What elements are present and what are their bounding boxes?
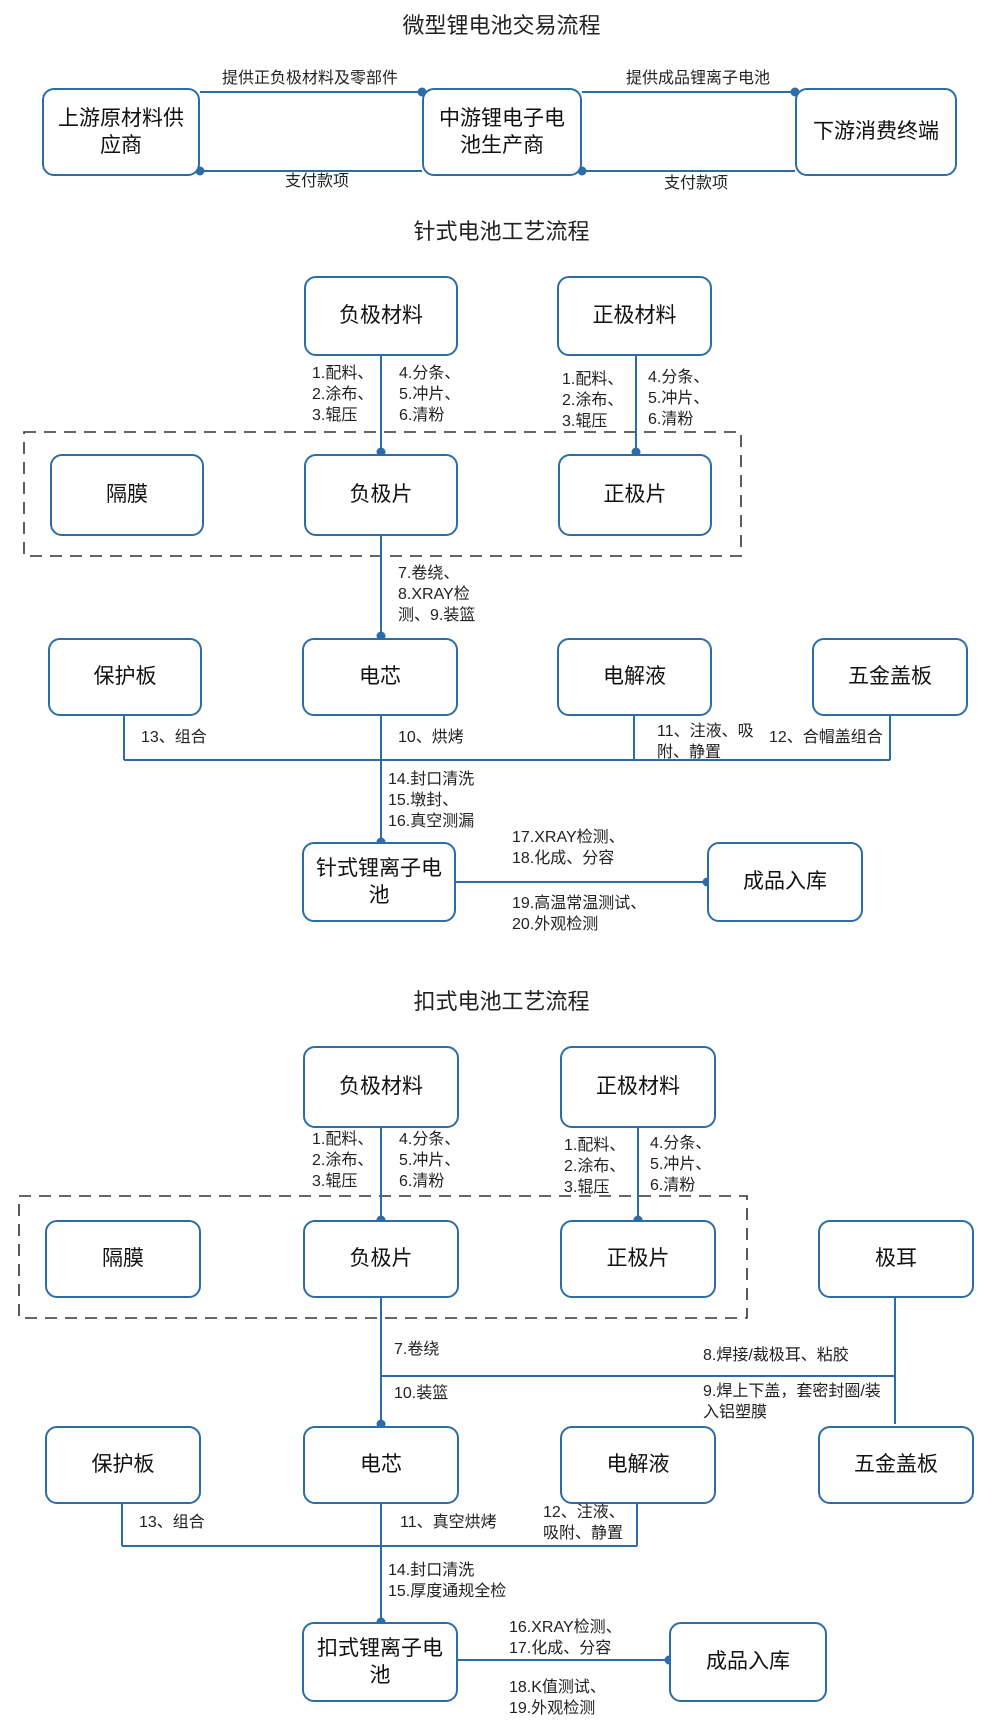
pin-electrolyte-box: 电解液: [557, 638, 712, 716]
pin-battery-box: 针式锂离子电池: [302, 842, 456, 922]
button-negative-sheet-box: 负极片: [303, 1220, 459, 1298]
button-separator-box: 隔膜: [45, 1220, 201, 1298]
pin-storage-box: 成品入库: [707, 842, 863, 922]
button-tab-box: 极耳: [818, 1220, 974, 1298]
button-battery-box: 扣式锂离子电池: [302, 1622, 458, 1702]
pin-test-steps-top: 17.XRAY检测、 18.化成、分容: [512, 829, 625, 867]
button-sealing-steps: 14.封口清洗 15.厚度通规全检: [388, 1562, 507, 1600]
button-negative-steps-1-3: 1.配料、 2.涂布、 3.辊压: [312, 1131, 374, 1190]
button-test-steps-bottom: 18.K值测试、 19.外观检测: [509, 1679, 606, 1717]
pin-negative-steps-1-3: 1.配料、 2.涂布、 3.辊压: [312, 365, 374, 424]
button-step-8: 8.焊接/裁极耳、粘胶: [703, 1347, 849, 1364]
pin-step-13: 13、组合: [141, 729, 207, 746]
button-cell-box: 电芯: [303, 1426, 459, 1504]
trade-connectors: [195, 87, 800, 176]
button-process-title: 扣式电池工艺流程: [413, 989, 590, 1014]
button-step-12: 12、注液、 吸附、静置: [543, 1504, 625, 1542]
pin-cell-box: 电芯: [302, 638, 458, 716]
supply-materials-label: 提供正负极材料及零部件: [222, 70, 399, 87]
pin-negative-steps-4-6: 4.分条、 5.冲片、 6.清粉: [399, 365, 461, 424]
pin-sealing-steps: 14.封口清洗 15.墩封、 16.真空测漏: [388, 771, 475, 830]
pin-connectors: [23, 356, 891, 887]
pin-positive-steps-4-6: 4.分条、 5.冲片、 6.清粉: [648, 369, 710, 428]
trade-flow-title: 微型锂电池交易流程: [402, 13, 601, 38]
button-test-steps-top: 16.XRAY检测、 17.化成、分容: [509, 1619, 622, 1657]
button-electrolyte-box: 电解液: [560, 1426, 716, 1504]
pin-positive-steps-1-3: 1.配料、 2.涂布、 3.辊压: [562, 371, 624, 430]
button-positive-sheet-box: 正极片: [560, 1220, 716, 1298]
pin-winding-steps: 7.卷绕、 8.XRAY检 测、9.装篮: [398, 565, 476, 624]
pin-step-11: 11、注液、吸 附、静置: [657, 723, 754, 761]
button-step-11: 11、真空烘烤: [400, 1514, 497, 1531]
payment-label-2: 支付款项: [664, 175, 729, 192]
pin-step-12: 12、合帽盖组合: [769, 729, 883, 746]
button-positive-steps-4-6: 4.分条、 5.冲片、 6.清粉: [650, 1135, 712, 1194]
payment-label-1: 支付款项: [285, 173, 350, 190]
button-negative-steps-4-6: 4.分条、 5.冲片、 6.清粉: [399, 1131, 461, 1190]
button-step-7: 7.卷绕: [394, 1341, 440, 1358]
button-connectors: [18, 1128, 896, 1665]
downstream-consumer-box: 下游消费终端: [795, 88, 957, 176]
upstream-supplier-box: 上游原材料供应商: [42, 88, 200, 176]
pin-separator-box: 隔膜: [50, 454, 204, 536]
button-step-13: 13、组合: [139, 1514, 205, 1531]
button-step-10: 10.装篮: [394, 1385, 449, 1402]
pin-negative-material-box: 负极材料: [304, 276, 458, 356]
pin-positive-sheet-box: 正极片: [558, 454, 712, 536]
pin-protect-board-box: 保护板: [48, 638, 202, 716]
pin-test-steps-bottom: 19.高温常温测试、 20.外观检测: [512, 895, 647, 933]
button-positive-steps-1-3: 1.配料、 2.涂布、 3.辊压: [564, 1137, 626, 1196]
button-negative-material-box: 负极材料: [303, 1046, 459, 1128]
button-protect-board-box: 保护板: [45, 1426, 201, 1504]
button-storage-box: 成品入库: [669, 1622, 827, 1702]
pin-process-title: 针式电池工艺流程: [413, 219, 590, 244]
supply-battery-label: 提供成品锂离子电池: [626, 70, 771, 87]
button-step-9: 9.焊上下盖，套密封圈/装 入铝塑膜: [703, 1383, 881, 1421]
pin-positive-material-box: 正极材料: [557, 276, 712, 356]
midstream-producer-box: 中游锂电子电池生产商: [422, 88, 582, 176]
pin-step-10: 10、烘烤: [398, 729, 464, 746]
button-metal-cover-box: 五金盖板: [818, 1426, 974, 1504]
button-positive-material-box: 正极材料: [560, 1046, 716, 1128]
pin-negative-sheet-box: 负极片: [304, 454, 458, 536]
pin-metal-cover-box: 五金盖板: [812, 638, 968, 716]
